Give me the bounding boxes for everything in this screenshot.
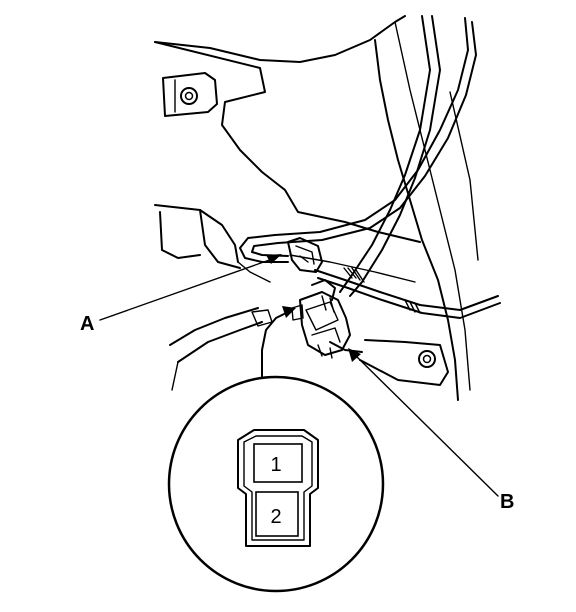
terminal-face <box>237 429 319 547</box>
leader-b <box>348 348 499 497</box>
body-panel <box>154 15 479 401</box>
sensor-connector <box>291 279 351 359</box>
pin-2-label: 2 <box>270 506 281 528</box>
view-arrow <box>261 306 296 379</box>
wire-harness <box>239 15 501 319</box>
connector-detail-view: 1 2 <box>167 375 385 593</box>
callout-b-label: B <box>500 491 514 513</box>
harness-clip <box>287 237 323 273</box>
upper-bolt <box>180 87 198 105</box>
pin-1-label: 1 <box>270 454 281 476</box>
lower-bolt <box>418 350 436 368</box>
callout-a-label: A <box>80 313 94 335</box>
leader-a <box>99 254 282 321</box>
